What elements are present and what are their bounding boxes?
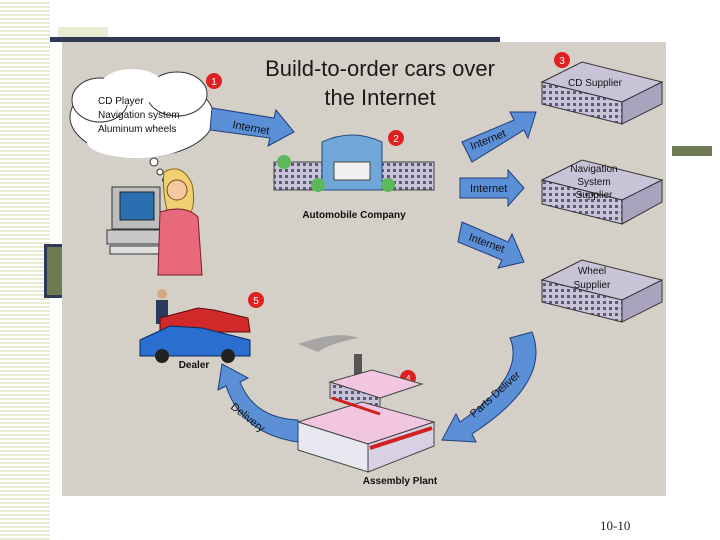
arrow-3-label: Internet [470,183,507,195]
svg-text:4: 4 [405,374,411,385]
cd-supplier-label: CD Supplier [568,78,623,89]
bubble-line-3: Aluminum wheels [98,124,176,135]
slide-title-line-2: the Internet [324,85,436,110]
cd-supplier-building: CD Supplier [540,61,664,125]
nav-supplier-line-2: System [577,177,610,188]
slide-right-bar [672,146,712,156]
dealer-illustration: Dealer [139,289,251,371]
page-number: 10-10 [600,518,631,533]
step-badge-3: 3 [554,52,570,68]
assembly-plant: Assembly Plant [296,335,438,487]
customer-illustration [106,168,203,276]
wheel-supplier-building: Wheel Supplier [540,259,664,323]
slide-top-tab [58,27,108,39]
diagram-figure: CD Player Navigation system Aluminum whe… [62,42,666,496]
bubble-line-1: CD Player [98,96,144,107]
plant-label: Assembly Plant [363,476,438,487]
arrow-internet-4: Internet [457,221,525,269]
nav-supplier-line-1: Navigation [570,164,617,175]
nav-supplier-line-3: Supplier [576,190,613,201]
step-badge-1: 1 [206,73,222,89]
svg-text:2: 2 [393,134,399,145]
slide-title-line-1: Build-to-order cars over [265,56,495,81]
wheel-supplier-line-1: Wheel [578,266,606,277]
arrow-internet-3: Internet [459,168,525,208]
dealer-label: Dealer [179,360,210,371]
nav-supplier-building: Navigation System Supplier [540,159,664,225]
company-label: Automobile Company [302,210,406,221]
bubble-line-2: Navigation system [98,110,180,121]
svg-text:1: 1 [211,77,217,88]
step-badge-5: 5 [248,292,264,308]
svg-text:5: 5 [253,296,259,307]
slide-left-stripe [0,0,50,540]
step-badge-2: 2 [388,130,404,146]
slide-top-bar [50,37,500,42]
thought-bubble: CD Player Navigation system Aluminum whe… [69,69,215,183]
wheel-supplier-line-2: Supplier [574,280,611,291]
arrow-internet-1: Internet [209,107,295,147]
arrow-parts-deliver: Parts Deliver [441,331,537,443]
diagram-svg: CD Player Navigation system Aluminum whe… [69,52,664,487]
slide-title: Build-to-order cars over the Internet [230,54,530,112]
automobile-company-building: Automobile Company [273,134,435,221]
svg-text:3: 3 [559,56,565,67]
arrow-delivery: Delivery [217,363,299,443]
arrow-internet-2: Internet [461,111,537,163]
